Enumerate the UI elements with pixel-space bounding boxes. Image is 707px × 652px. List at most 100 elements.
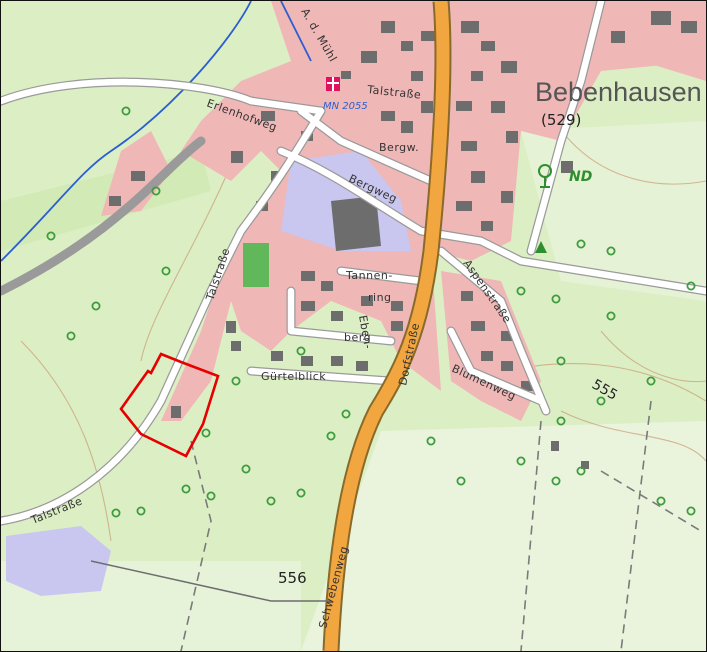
building [501,191,513,203]
street-label-guertelblick: Gürtelblick [261,370,326,383]
building [391,301,403,311]
building [551,441,559,451]
tree-symbol [296,346,306,356]
tree-symbol [46,231,56,241]
building [481,351,493,361]
building [461,21,479,33]
tree-symbol [151,186,161,196]
building [331,311,343,321]
building [421,101,433,113]
building [456,201,472,211]
tree-symbol [556,356,566,366]
survey-point-symbol [535,241,547,253]
building [456,101,472,111]
tree-symbol [91,301,101,311]
building [231,151,243,163]
tree-symbol [456,476,466,486]
green-plot [243,243,269,287]
building [401,41,413,51]
building [361,51,377,63]
building [471,171,485,183]
minor-roads [1,1,706,526]
building [481,41,495,51]
special-area-sw [6,526,111,596]
tree-symbol [556,416,566,426]
nd-label: ND [569,169,592,185]
field-paths [180,400,702,651]
tree-symbol [111,508,121,518]
building [381,111,395,121]
building [581,461,589,469]
building [501,361,513,371]
building [491,101,505,113]
street-label-ring: ring [368,291,392,304]
tree-symbol [296,488,306,498]
building [321,281,333,291]
church-symbol [326,77,340,91]
tree-symbol [136,506,146,516]
building [361,296,373,306]
large-building [331,196,381,251]
gauge-label: MN 2055 [323,101,368,112]
building [411,71,423,81]
building [681,21,697,33]
tree-symbol [121,106,131,116]
building [561,161,573,173]
building [261,111,275,121]
building [521,381,533,391]
tree-symbol [201,428,211,438]
tree-symbols [46,106,696,518]
tree-symbol [606,246,616,256]
place-name-label: Bebenhausen [535,77,702,107]
building [131,171,145,181]
elevation-label-556: 556 [278,569,307,587]
tree-symbol [576,239,586,249]
building [611,31,625,43]
building [301,301,315,311]
field-light-south [301,421,706,651]
building [381,21,395,33]
water-courses [1,1,312,262]
town-elevation-label: (529) [541,111,581,129]
building [356,361,368,371]
tree-symbol [231,376,241,386]
street-label-talstrasse-top: Talstraße [366,83,422,102]
building [401,121,413,133]
tree-symbol [206,491,216,501]
building [461,141,477,151]
tree-symbol [516,456,526,466]
street-label-tannenring: Tannen- [345,269,393,282]
tree-symbol [656,496,666,506]
tree-symbol [576,466,586,476]
building [109,196,121,206]
tree-symbol [326,431,336,441]
field-border-line [90,560,331,602]
street-label-eben: Eben- [356,314,375,350]
tree-symbol [181,484,191,494]
building [301,356,313,366]
tree-symbol [551,294,561,304]
tree-symbol [266,496,276,506]
building [506,131,518,143]
tree-symbol [516,286,526,296]
tree-symbol [426,436,436,446]
building [501,61,517,73]
tree-symbol [686,281,696,291]
building [391,321,403,331]
tree-symbol [646,376,656,386]
tree-symbol [341,409,351,419]
building [421,31,435,41]
tree-symbol [241,464,251,474]
street-label-bergweg-short: Bergw. [379,141,419,154]
building [501,331,513,341]
natural-monument-symbol [538,164,552,188]
tree-symbol [551,476,561,486]
main-road-dorfstrasse[interactable] [324,1,450,651]
building [461,291,473,301]
building [651,11,671,25]
tree-symbol [686,506,696,516]
parcel-outline[interactable] [119,352,220,458]
building [331,356,343,366]
